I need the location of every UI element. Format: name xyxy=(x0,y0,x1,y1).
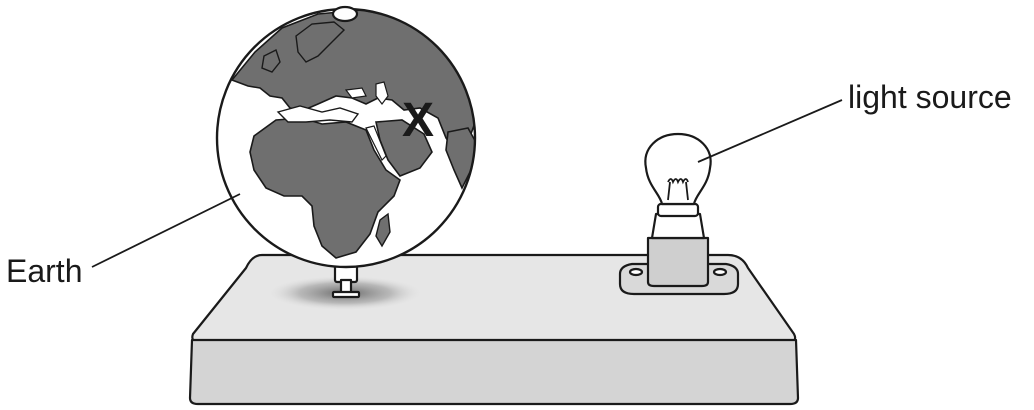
earth-label: Earth xyxy=(6,253,82,289)
earth-globe: X xyxy=(217,7,480,267)
light-source-leader-line xyxy=(698,100,842,162)
label-light-source: light source xyxy=(698,79,1012,162)
light-source-label: light source xyxy=(848,79,1012,115)
lamp-socket xyxy=(648,238,708,286)
location-marker-x: X xyxy=(402,94,434,147)
light-bulb-lamp xyxy=(620,134,738,294)
base-front-face xyxy=(190,340,798,404)
lamp-collar xyxy=(652,214,704,238)
label-earth: Earth xyxy=(6,194,240,289)
globe-pivot-cap xyxy=(333,7,357,21)
earth-leader-line xyxy=(92,194,240,267)
bulb-glass xyxy=(645,134,710,204)
